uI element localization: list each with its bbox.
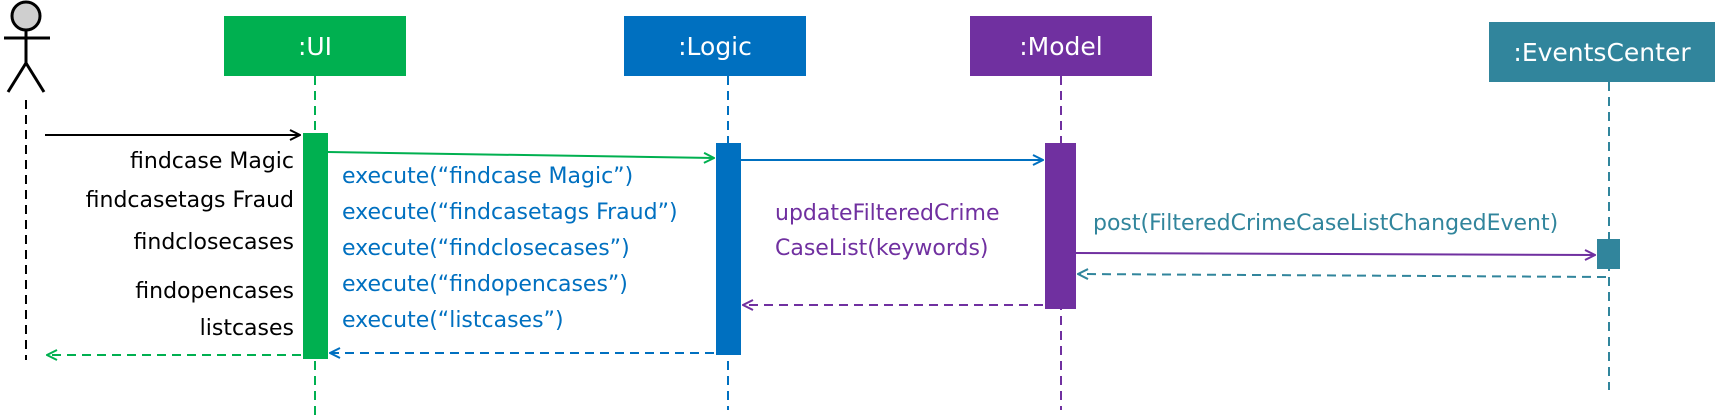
user-command-label: listcases xyxy=(199,316,294,341)
user-command-label: findcasetags Fraud xyxy=(85,188,294,213)
ui-to-logic-arrow xyxy=(327,151,714,158)
ui-activation-bar xyxy=(303,133,328,359)
actor-head xyxy=(10,0,42,32)
events-return-arrow xyxy=(1078,274,1607,277)
model-call-label-line2: CaseList(keywords) xyxy=(775,236,989,261)
user-command-label: findclosecases xyxy=(133,230,294,255)
model-call-label-line1: updateFilteredCrime xyxy=(775,201,1000,226)
user-command-label: findopencases xyxy=(135,279,294,304)
actor-leg-left xyxy=(6,62,28,93)
logic-participant-box: :Logic xyxy=(624,16,806,76)
model-to-events-arrow xyxy=(1075,253,1595,255)
model-activation-bar xyxy=(1045,143,1076,309)
logic-call-label: execute(“findcase Magic”) xyxy=(342,164,634,189)
model-participant-box: :Model xyxy=(970,16,1152,76)
events-center-activation-bar xyxy=(1597,239,1620,269)
actor-leg-right xyxy=(24,62,46,93)
events-center-participant-box: :EventsCenter xyxy=(1489,22,1715,82)
logic-call-label: execute(“findopencases”) xyxy=(342,272,628,297)
event-post-label: post(FilteredCrimeCaseListChangedEvent) xyxy=(1093,211,1559,236)
logic-activation-bar xyxy=(716,143,741,355)
actor-figure xyxy=(4,0,50,93)
ui-participant-box: :UI xyxy=(224,16,406,76)
logic-call-label: execute(“findclosecases”) xyxy=(342,236,630,261)
user-command-label: findcase Magic xyxy=(130,149,294,174)
logic-call-label: execute(“listcases”) xyxy=(342,308,564,333)
logic-call-label: execute(“findcasetags Fraud”) xyxy=(342,200,678,225)
